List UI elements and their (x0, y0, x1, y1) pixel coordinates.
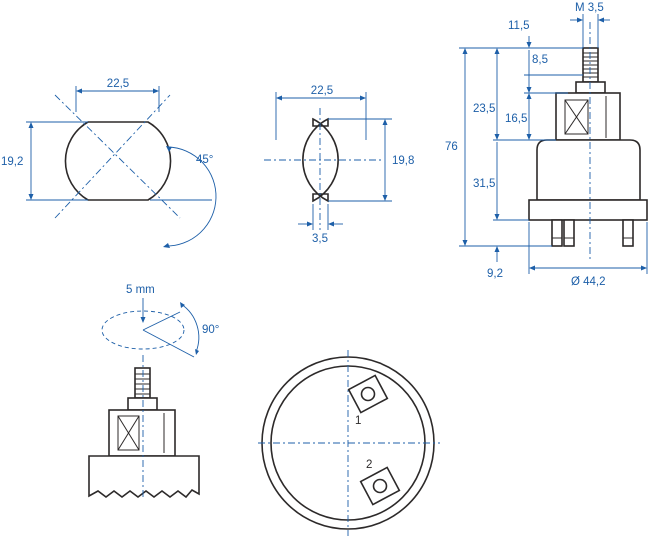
dim-8-5: 8,5 (532, 54, 548, 66)
shaft-flat-view: 22,5 19,2 45° (1, 78, 217, 248)
dim-16-5: 16,5 (505, 113, 527, 125)
terminal-view: 1 2 (258, 350, 440, 536)
terminal-2-label: 2 (366, 459, 372, 471)
dim-23-5: 23,5 (473, 103, 495, 115)
terminal-2 (359, 466, 401, 506)
dim-9-2: 9,2 (487, 268, 503, 280)
slot-shaft-height-dim: 19,8 (392, 155, 414, 167)
rotation-angle-dim: 45° (196, 154, 213, 166)
shaft-width-dim: 22,5 (107, 78, 129, 90)
rotation-dim: 90° (202, 324, 219, 336)
slot-width-dim: 3,5 (312, 233, 328, 245)
dim-76: 76 (445, 141, 458, 153)
shaft-slot-view: 22,5 19,8 3,5 (264, 85, 414, 245)
dim-11-5: 11,5 (508, 20, 530, 32)
travel-view: 90° 5 mm (88, 284, 219, 500)
terminal-1 (347, 374, 389, 414)
terminal-1-label: 1 (355, 415, 361, 427)
thread-dim: M 3,5 (575, 2, 604, 14)
slot-shaft-width-dim: 22,5 (311, 85, 333, 97)
dim-31-5: 31,5 (473, 178, 495, 190)
side-view: M 3,5 11,5 8,5 23,5 31,5 16,5 7 (445, 2, 648, 288)
shaft-height-dim: 19,2 (1, 156, 23, 168)
stroke-dim: 5 mm (126, 284, 155, 296)
diameter-dim: Ø 44,2 (571, 276, 606, 288)
